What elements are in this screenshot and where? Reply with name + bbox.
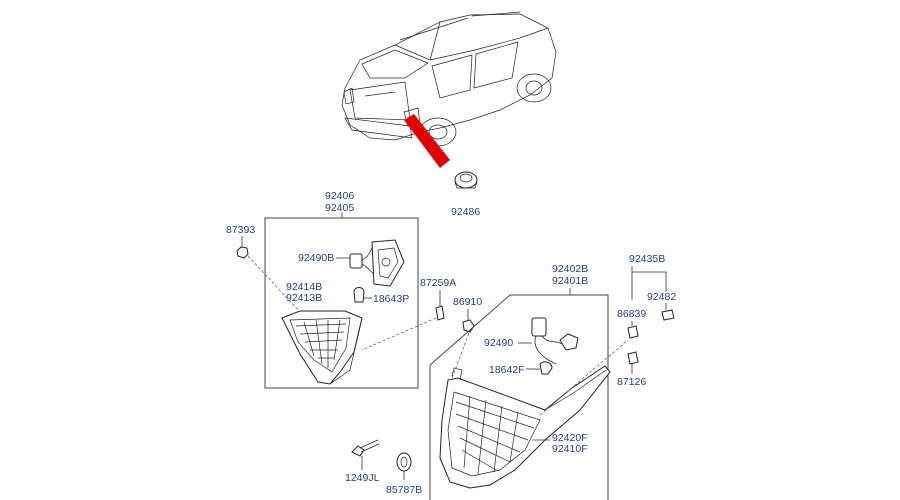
label-18642F: 18642F [489, 364, 525, 376]
label-92435B: 92435B [629, 253, 665, 265]
label-92401B: 92401B [552, 275, 588, 287]
vehicle-illustration [341, 11, 557, 147]
inner-lamp-box [264, 217, 419, 389]
part-92490 [531, 317, 579, 365]
label-87126: 87126 [617, 376, 646, 388]
callout-arrow [404, 114, 450, 168]
part-92486 [454, 171, 478, 189]
label-85787B: 85787B [386, 484, 422, 496]
part-1249JL [351, 439, 380, 457]
label-86910: 86910 [453, 296, 482, 308]
part-85787B [396, 452, 412, 472]
label-92490: 92490 [484, 337, 513, 349]
part-92482 [661, 309, 675, 321]
label-86839: 86839 [617, 308, 646, 320]
label-92410F: 92410F [552, 443, 588, 455]
label-92414B: 92414B [286, 281, 322, 293]
part-87259A [435, 305, 445, 321]
part-92490B [349, 239, 405, 287]
label-92405: 92405 [325, 202, 354, 214]
part-92420F [439, 365, 611, 489]
part-87126 [627, 351, 639, 365]
label-1249JL: 1249JL [345, 472, 380, 484]
label-92420F: 92420F [552, 432, 588, 444]
label-92490B: 92490B [298, 252, 334, 264]
label-92413B: 92413B [286, 292, 322, 304]
part-87393 [236, 246, 249, 259]
label-92482: 92482 [647, 291, 676, 303]
label-92402B: 92402B [552, 263, 588, 275]
part-86910 [462, 319, 475, 333]
label-18643P: 18643P [373, 293, 409, 305]
label-92406: 92406 [325, 190, 354, 202]
label-87393: 87393 [226, 224, 255, 236]
part-18642F [539, 361, 553, 375]
part-86839 [627, 325, 639, 339]
label-92486: 92486 [451, 206, 480, 218]
label-87259A: 87259A [420, 277, 456, 289]
part-92414B [281, 310, 363, 385]
part-18643P [353, 287, 365, 303]
